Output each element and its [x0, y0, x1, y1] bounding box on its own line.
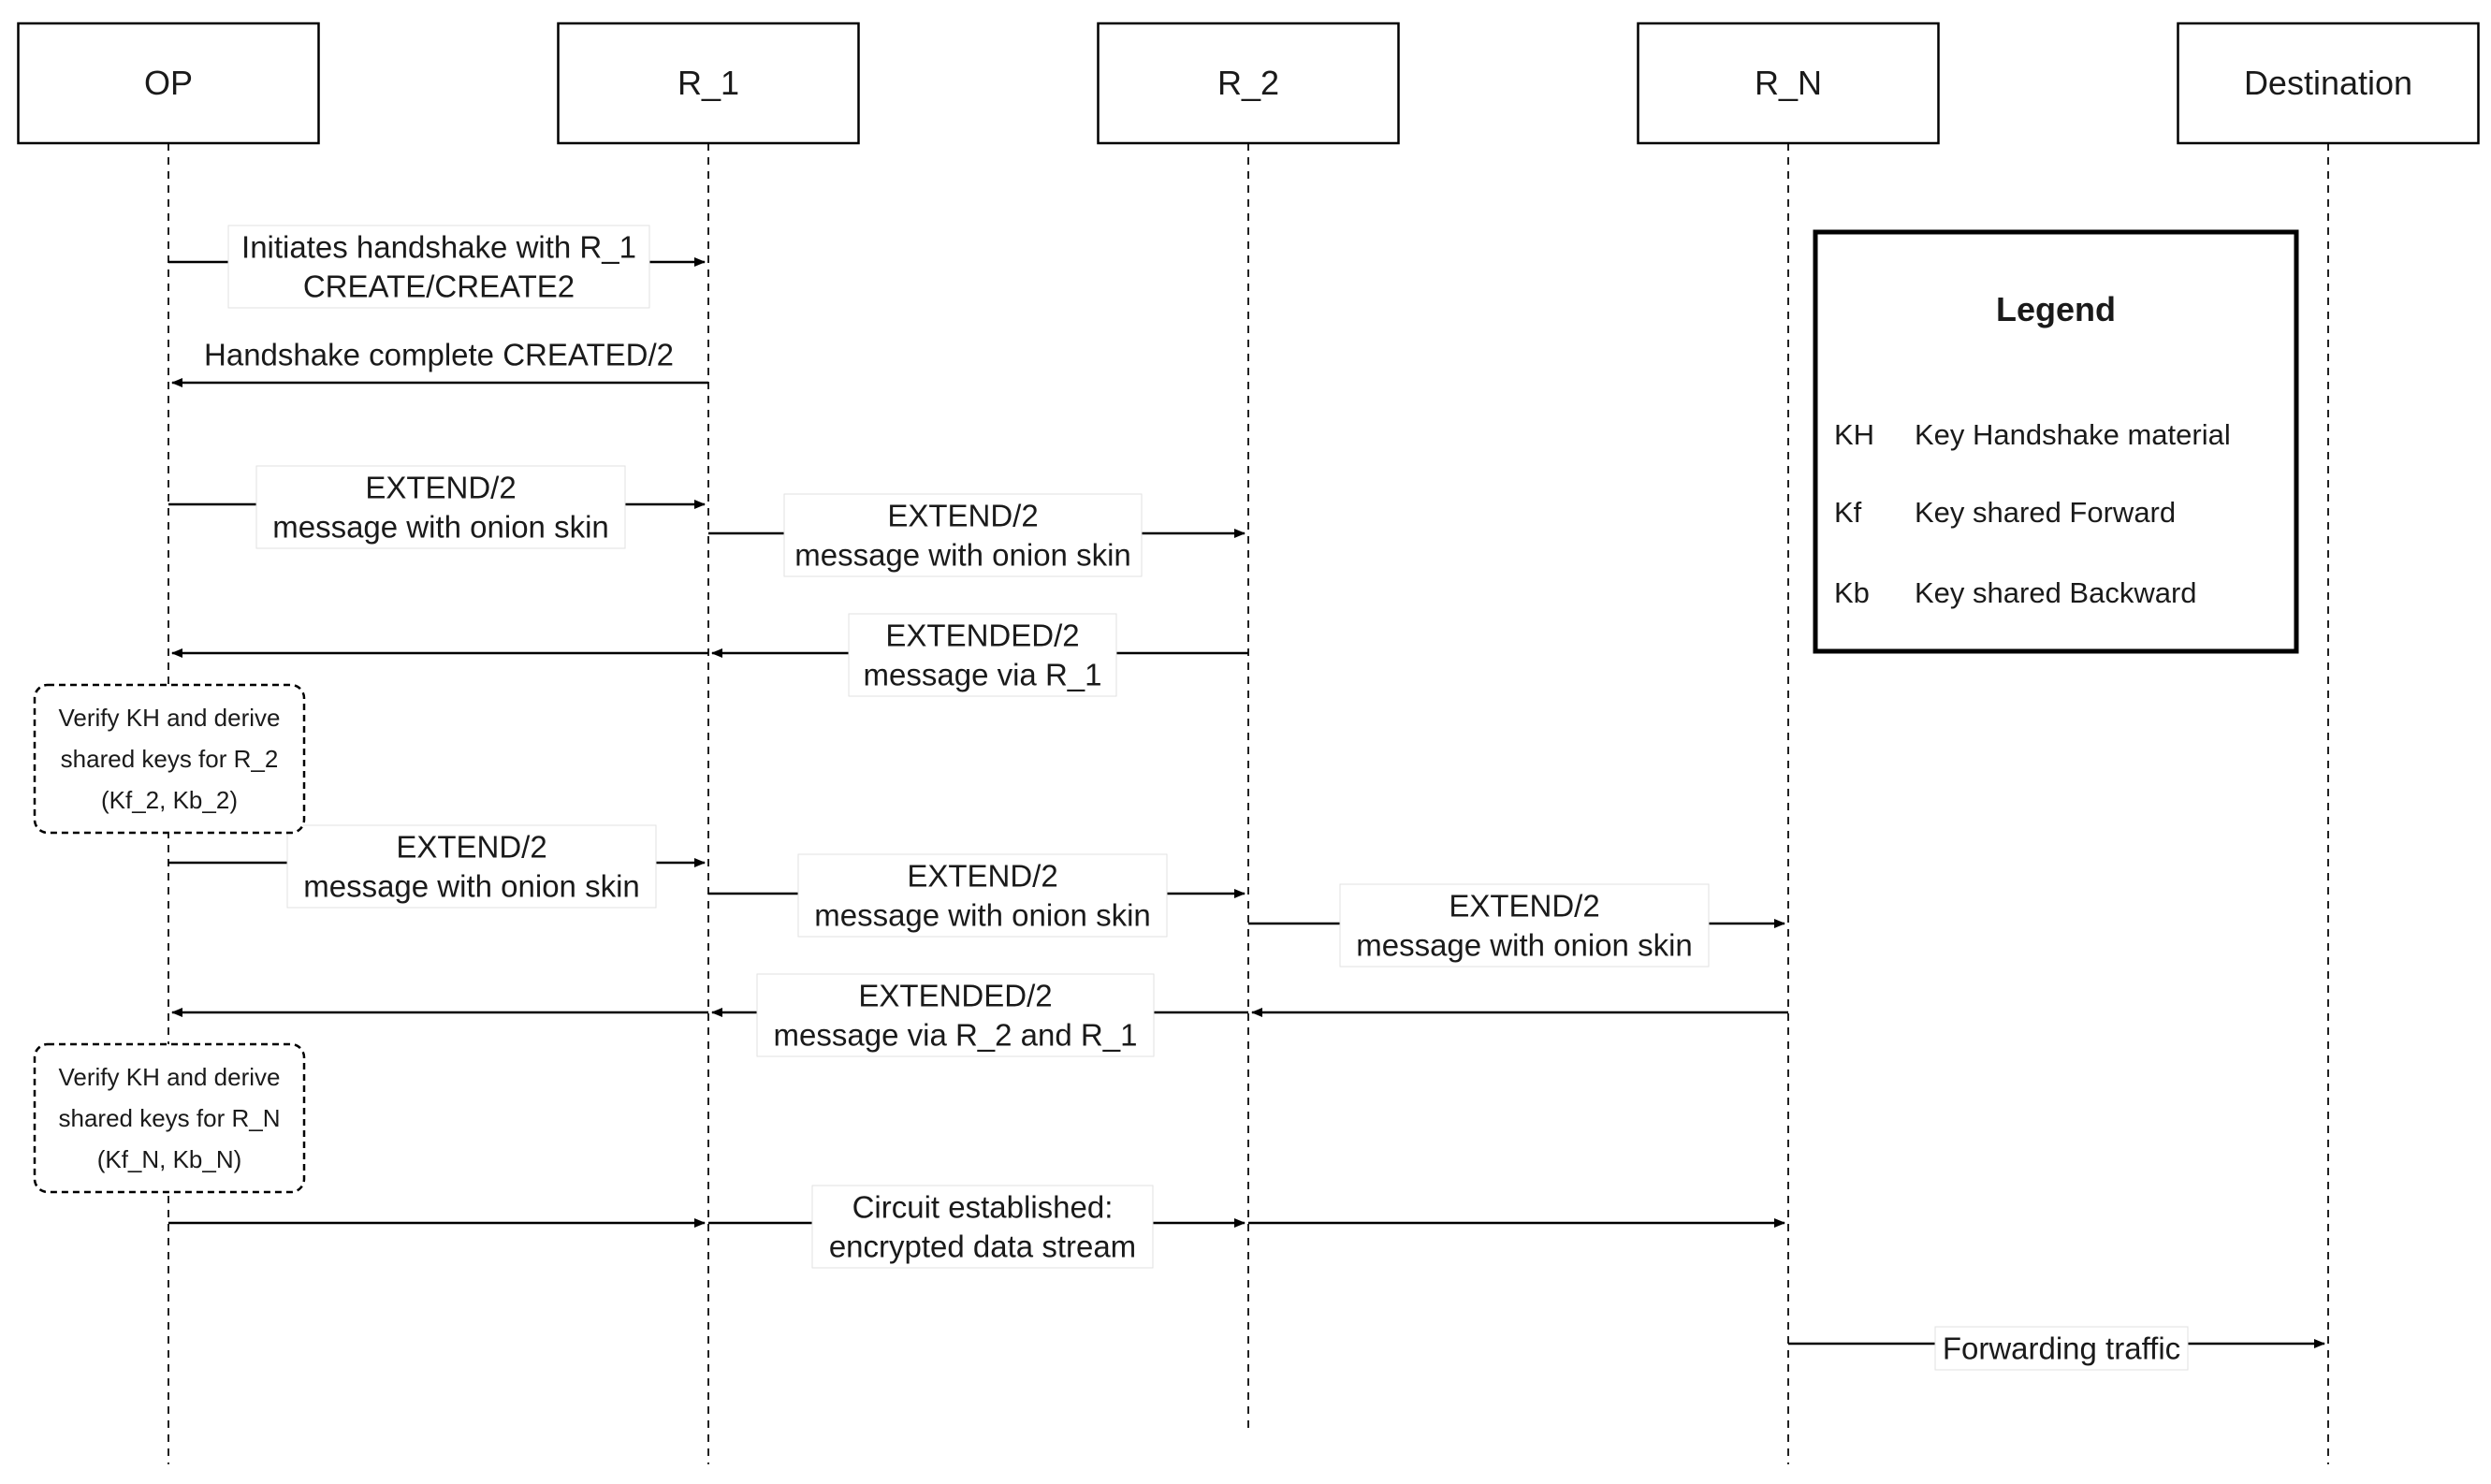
message-label: EXTEND/2 — [396, 830, 546, 865]
actor-label: R_1 — [677, 64, 739, 102]
message-label-box — [797, 853, 1168, 938]
actor-headers: OP R_1 R_2 R_N Destination — [17, 22, 2480, 145]
legend-text: Key shared Backward — [1915, 576, 2197, 609]
actor-op: OP — [17, 22, 320, 145]
message-op-to-r1: EXTEND/2 message with onion skin — [168, 824, 706, 909]
actor-box — [2177, 22, 2480, 145]
message-label-box — [783, 493, 1143, 577]
message-r2-to-r1: EXTENDED/2 message via R_2 and R_1 — [711, 973, 1248, 1057]
message-label: message with onion skin — [814, 898, 1151, 933]
legend-text: Key Handshake material — [1915, 418, 2231, 451]
legend-abbr: KH — [1834, 418, 1874, 451]
message-label: message with onion skin — [1356, 928, 1693, 963]
message-label-box — [1934, 1326, 2189, 1371]
message-label-box — [1339, 883, 1710, 968]
note-text: (Kf_N, Kb_N) — [97, 1145, 242, 1173]
message-label: EXTEND/2 — [365, 471, 516, 505]
message-label: message with onion skin — [303, 869, 640, 904]
note-text: shared keys for R_N — [59, 1104, 281, 1132]
actor-box — [17, 22, 320, 145]
actor-label: Destination — [2244, 64, 2412, 102]
message-label: EXTEND/2 — [887, 499, 1038, 533]
message-label-box — [756, 973, 1155, 1057]
message-label: message via R_2 and R_1 — [774, 1018, 1138, 1053]
note-verify-keys: Verify KH and derive shared keys for R_2 (… — [33, 683, 306, 835]
message-label-box — [811, 1185, 1154, 1269]
message-label-box — [848, 613, 1117, 697]
legend-abbr: Kf — [1834, 496, 1862, 529]
actor-label: OP — [144, 64, 193, 102]
messages: Initiates handshake with R_1CREATE/CREAT… — [168, 225, 2325, 1371]
actor-box — [1637, 22, 1940, 145]
legend-abbr: Kb — [1834, 576, 1870, 609]
message-label-box — [255, 465, 626, 549]
actor-box — [557, 22, 860, 145]
message-r1-to-r2: EXTEND/2 message with onion skin — [708, 493, 1246, 577]
note-text: Verify KH and derive — [58, 1063, 280, 1091]
actor-r2: R_2 — [1097, 22, 1400, 145]
message-label-box — [227, 225, 650, 309]
legend: Legend KH Key Handshake material Kf Key … — [1813, 229, 2299, 654]
note-text: (Kf_2, Kb_2) — [101, 786, 238, 814]
message-op-to-r1: EXTEND/2 message with onion skin — [168, 465, 706, 549]
message-rn-to-dest: Forwarding traffic — [1788, 1326, 2325, 1371]
message-label: Forwarding traffic — [1943, 1331, 2180, 1366]
message-label: message with onion skin — [794, 538, 1131, 573]
legend-title: Legend — [1996, 290, 2116, 328]
message-op-to-r1: Initiates handshake with R_1CREATE/CREAT… — [168, 225, 706, 309]
notes: Verify KH and derive shared keys for R_2 (… — [33, 683, 306, 1194]
legend-entry: KH Key Handshake material — [1834, 418, 2231, 451]
note-box — [33, 1042, 306, 1194]
message-label: EXTENDED/2 — [885, 618, 1079, 653]
actor-r1: R_1 — [557, 22, 860, 145]
message-label-box — [286, 824, 657, 909]
message-label: EXTEND/2 — [1449, 889, 1599, 924]
message-label: Circuit established: — [852, 1190, 1114, 1225]
message-label: encrypted data stream — [829, 1229, 1136, 1264]
message-label: Initiates handshake with R_1 — [241, 230, 636, 265]
note-box — [33, 683, 306, 835]
message-label: EXTEND/2 — [907, 859, 1057, 894]
actor-dest: Destination — [2177, 22, 2480, 145]
message-label: CREATE/CREATE2 — [303, 269, 575, 304]
legend-box — [1813, 229, 2299, 654]
actor-box — [1097, 22, 1400, 145]
note-verify-keys: Verify KH and derive shared keys for R_N (… — [33, 1042, 306, 1194]
legend-text: Key shared Forward — [1915, 496, 2176, 529]
message-label: message with onion skin — [272, 510, 609, 545]
message-r2-to-r1: EXTENDED/2 message via R_1 — [711, 613, 1248, 697]
note-text: shared keys for R_2 — [61, 745, 279, 773]
legend-entry: Kb Key shared Backward — [1834, 576, 2197, 609]
message-label: Handshake complete CREATED/2 — [204, 338, 674, 372]
actor-label: R_N — [1755, 64, 1822, 102]
actor-rn: R_N — [1637, 22, 1940, 145]
message-r2-to-rn: EXTEND/2 message with onion skin — [1248, 883, 1785, 968]
message-label: EXTENDED/2 — [858, 979, 1052, 1013]
message-label: message via R_1 — [864, 658, 1102, 692]
message-r1-to-op: Handshake complete CREATED/2 — [171, 338, 708, 387]
actor-label: R_2 — [1217, 64, 1279, 102]
note-text: Verify KH and derive — [58, 704, 280, 732]
message-r1-to-r2: EXTEND/2 message with onion skin — [708, 853, 1246, 938]
legend-entry: Kf Key shared Forward — [1834, 496, 2176, 529]
message-r1-to-r2: Circuit established: encrypted data strea… — [708, 1185, 1246, 1269]
